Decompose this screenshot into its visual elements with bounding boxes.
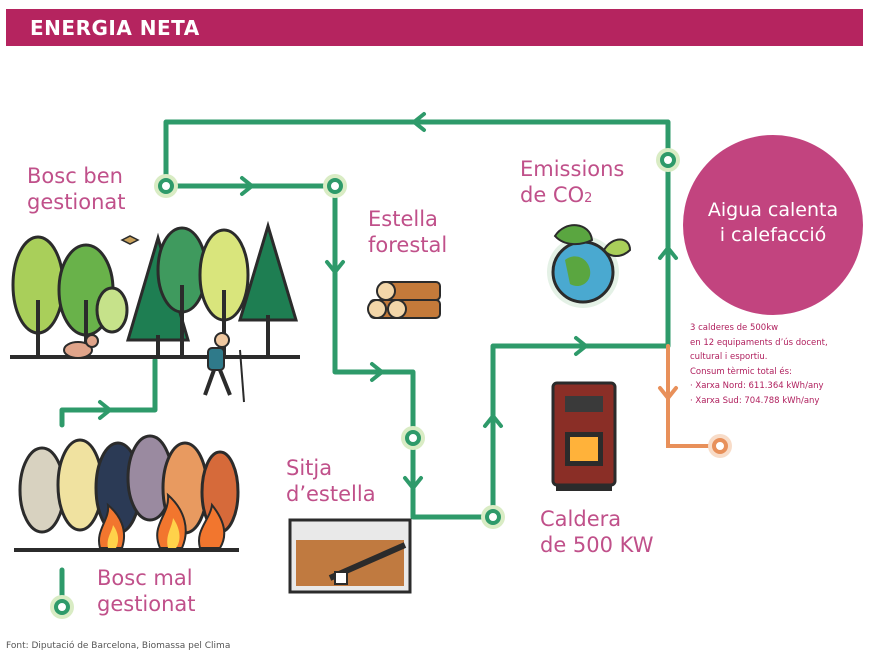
logs-icon bbox=[367, 281, 441, 319]
info-line: Consum tèrmic total és: bbox=[690, 366, 792, 377]
info-line: · Xarxa Nord: 611.364 kWh/any bbox=[690, 381, 824, 391]
output-circle bbox=[683, 135, 863, 315]
label-sitja-line2: d’estella bbox=[286, 482, 376, 506]
label-bosc-ben: Bosc ben gestionat bbox=[27, 163, 126, 215]
label-bosc-mal: Bosc mal gestionat bbox=[97, 565, 196, 617]
label-sitja: Sitja d’estella bbox=[286, 455, 376, 507]
label-estella-line1: Estella bbox=[368, 207, 438, 231]
arrow-down-2 bbox=[403, 476, 423, 490]
flow-arrows bbox=[98, 112, 678, 490]
label-emissions-line1: Emissions bbox=[520, 157, 625, 181]
label-caldera-line2: de 500 KW bbox=[540, 533, 654, 557]
arrow-right-2 bbox=[370, 362, 384, 382]
burn-to-bosc-line bbox=[59, 357, 158, 428]
trees-icon bbox=[10, 220, 300, 359]
dog-icon bbox=[63, 334, 99, 359]
arrow-up-1 bbox=[483, 414, 503, 428]
flow-nodes bbox=[50, 148, 732, 619]
info-line: · Xarxa Sud: 704.788 kWh/any bbox=[690, 395, 820, 406]
label-bosc-ben-line1: Bosc ben bbox=[27, 164, 123, 188]
info-line: cultural i esportiu. bbox=[690, 352, 768, 362]
arrow-right-3 bbox=[574, 336, 588, 356]
label-bosc-mal-line1: Bosc mal bbox=[97, 566, 193, 590]
label-emissions-co: de CO bbox=[520, 183, 585, 207]
label-emissions-line2: de CO2 bbox=[520, 182, 624, 212]
aigua-line2: i calefacció bbox=[719, 224, 827, 246]
globe-leaves-icon bbox=[547, 224, 632, 308]
label-bosc-mal-line2: gestionat bbox=[97, 592, 196, 616]
hiker-icon bbox=[203, 332, 245, 403]
fire-icon bbox=[14, 434, 240, 552]
page-title: ENERGIA NETA bbox=[30, 16, 200, 40]
arrow-right-1 bbox=[240, 176, 254, 196]
label-emissions-sub: 2 bbox=[584, 191, 593, 206]
label-emissions: Emissions de CO2 bbox=[520, 156, 624, 212]
label-bosc-ben-line2: gestionat bbox=[27, 190, 126, 214]
bosc-to-estella-line bbox=[163, 183, 416, 441]
orange-output-line bbox=[666, 344, 722, 448]
orange-output bbox=[666, 344, 722, 448]
arrow-right-burn bbox=[98, 400, 112, 420]
header-bar: ENERGIA NETA bbox=[6, 9, 863, 46]
label-estella-line2: forestal bbox=[368, 233, 448, 257]
stove-icon bbox=[551, 381, 617, 491]
info-line: 3 calderes de 500kw bbox=[690, 323, 779, 333]
consumption-info: 3 calderes de 500kw en 12 equipaments d’… bbox=[690, 321, 865, 408]
estella-to-sitja-line bbox=[410, 435, 496, 520]
arrow-left-top bbox=[412, 112, 426, 132]
arrow-down-1 bbox=[325, 260, 345, 274]
label-caldera: Caldera de 500 KW bbox=[540, 506, 653, 558]
output-circle-label: Aigua calenta i calefacció bbox=[683, 198, 863, 248]
silo-icon bbox=[288, 518, 412, 594]
bird-icon bbox=[120, 235, 140, 245]
aigua-line1: Aigua calenta bbox=[707, 199, 839, 221]
sitja-to-caldera-line bbox=[490, 157, 671, 520]
arrow-up-2 bbox=[658, 246, 678, 260]
info-line: en 12 equipaments d’ús docent, bbox=[690, 337, 828, 348]
source-note: Font: Diputació de Barcelona, Biomassa p… bbox=[6, 641, 231, 651]
arrow-down-orange bbox=[658, 386, 678, 402]
label-estella: Estella forestal bbox=[368, 206, 447, 258]
label-caldera-line1: Caldera bbox=[540, 507, 622, 531]
label-sitja-line1: Sitja bbox=[286, 456, 333, 480]
